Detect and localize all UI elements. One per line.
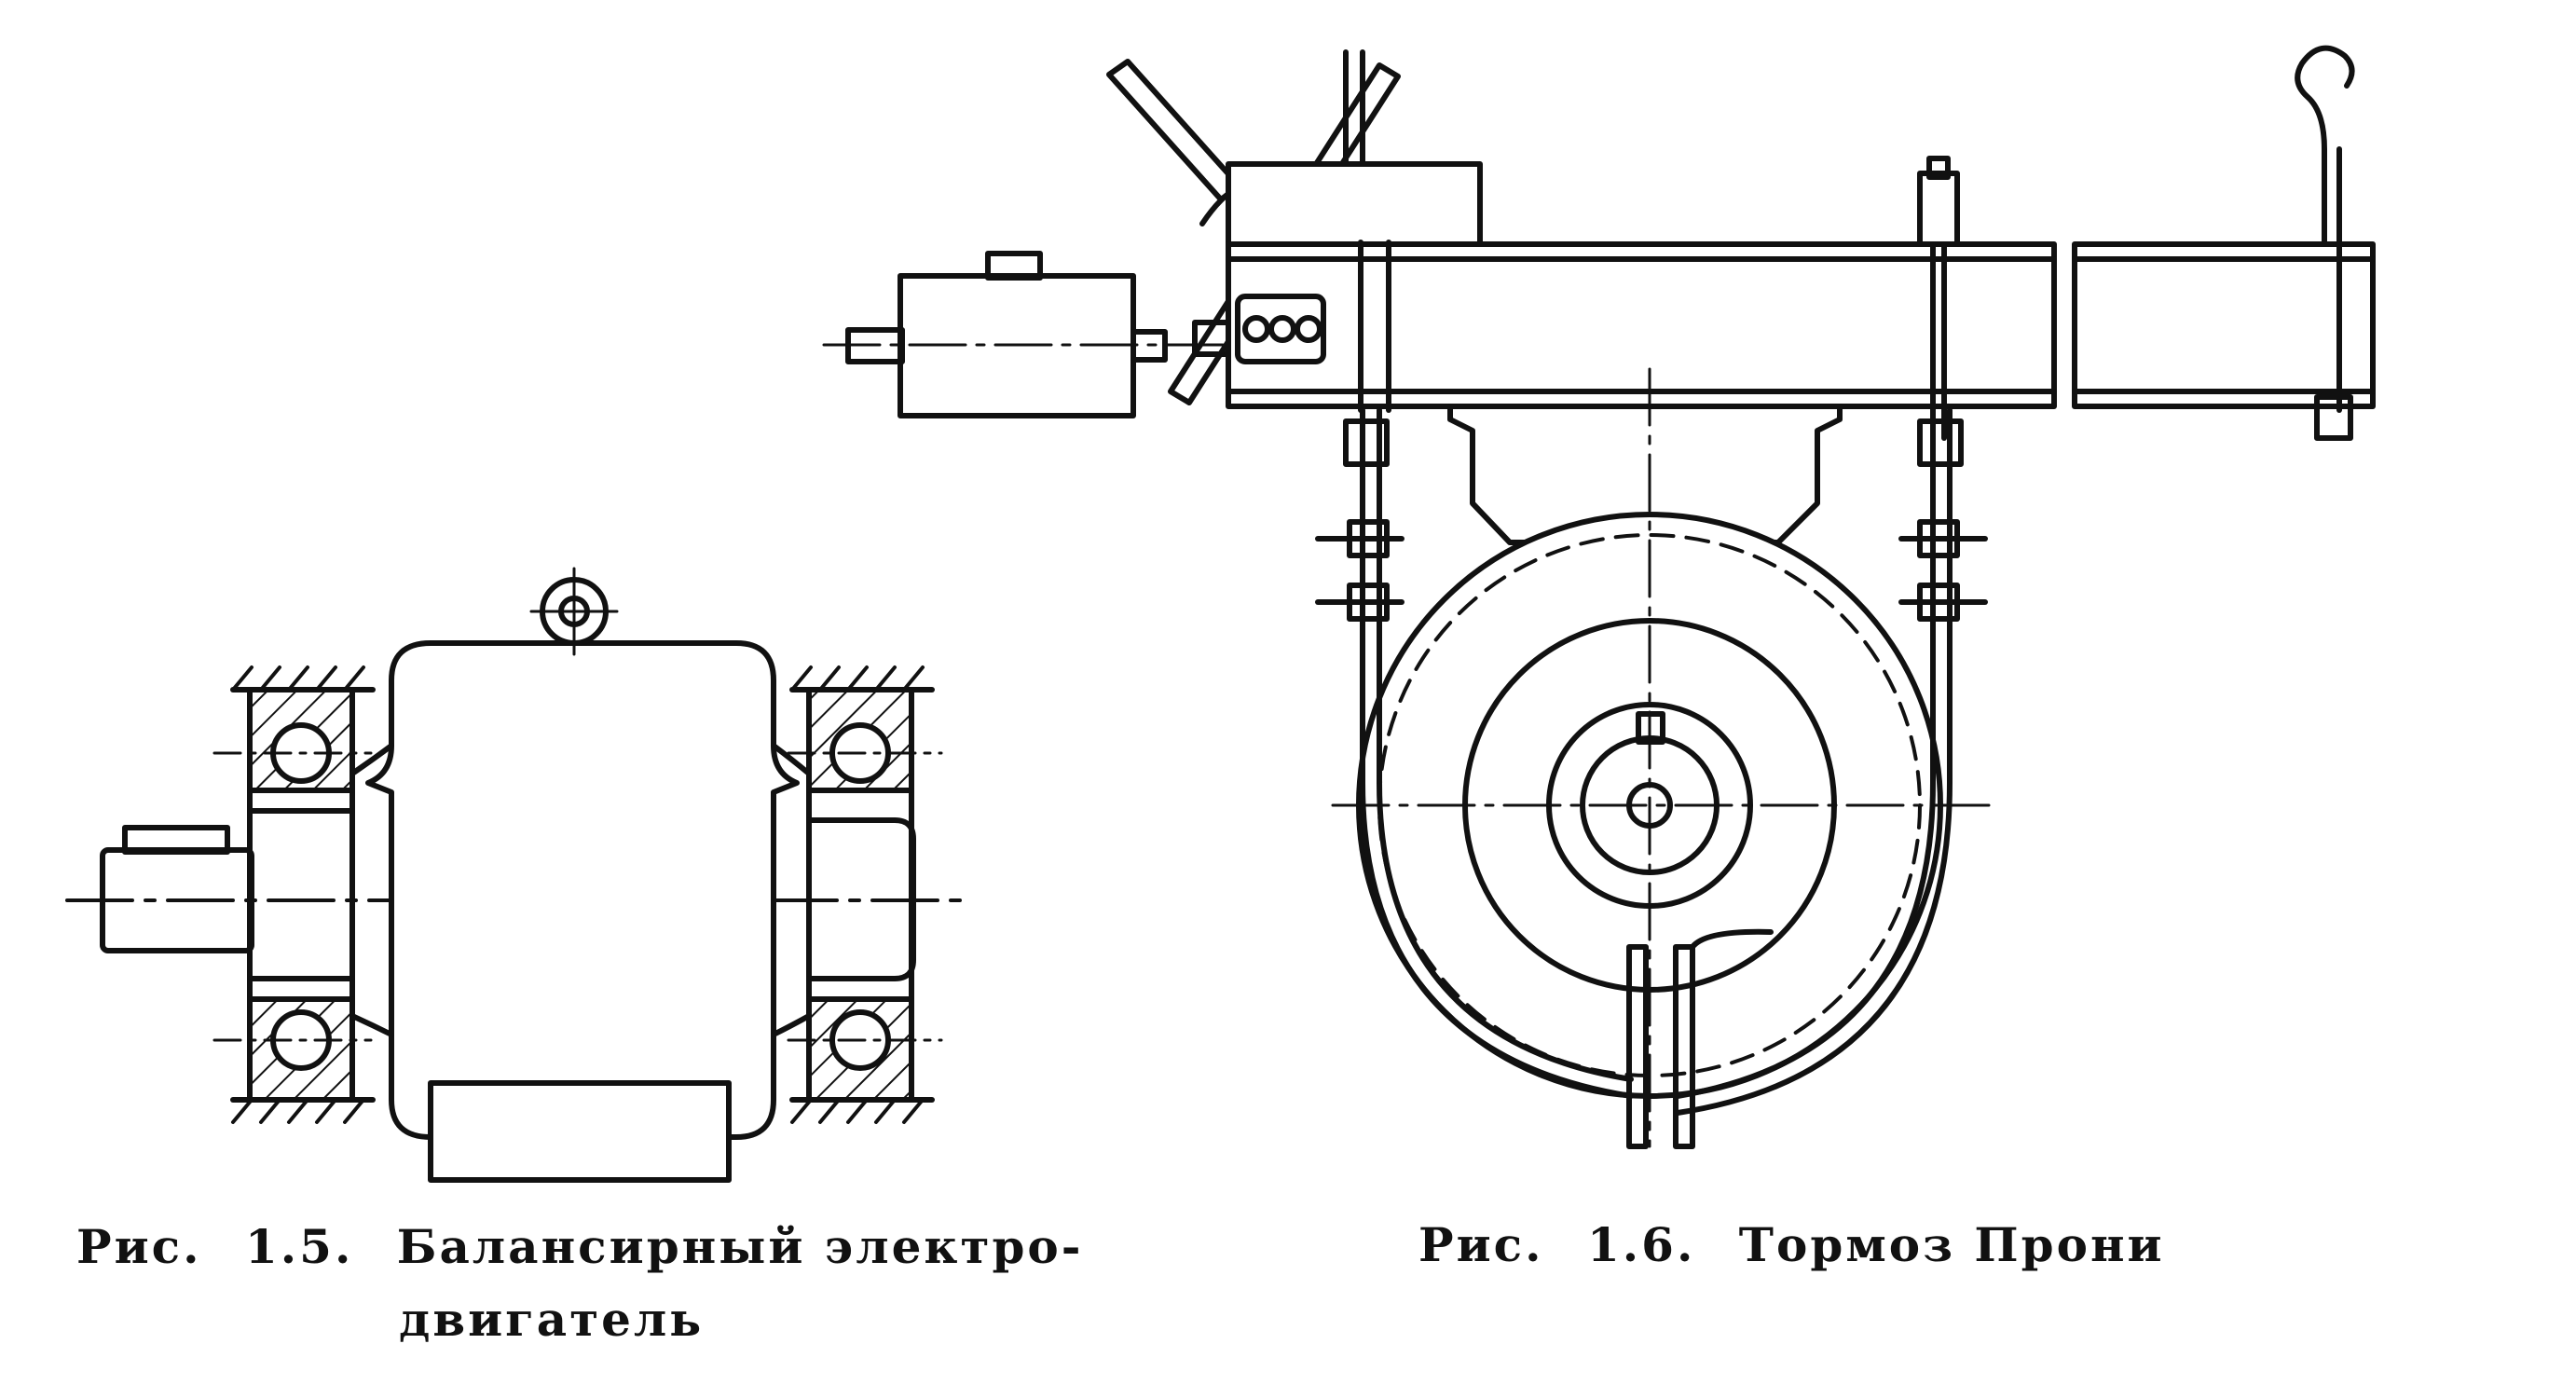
motor-stator-body <box>349 640 812 1140</box>
brake-band <box>1360 407 1953 1149</box>
figure-1-5-caption-continued: двигатель <box>399 1292 704 1347</box>
figure-1-5-caption: Рис. 1.5. Балансирный электро- <box>76 1219 1084 1274</box>
brake-lever-arm <box>1226 161 2376 413</box>
balancer-motor-drawing <box>65 567 962 1183</box>
hook-icon <box>2295 45 2355 441</box>
left-band-clamps <box>1315 418 1404 622</box>
figure-label: Рис. <box>76 1219 202 1274</box>
motor-shaft <box>100 825 254 953</box>
figure-1-6-caption: Рис. 1.6. Тормоз Прони <box>1418 1217 2165 1272</box>
left-bearing-housing <box>212 665 376 1124</box>
figure-title: Тормоз Прони <box>1738 1217 2165 1272</box>
counterweight <box>845 251 1240 418</box>
right-bearing-housing <box>787 665 943 1124</box>
figure-title-line2: двигатель <box>399 1292 705 1347</box>
figure-label: Рис. <box>1418 1217 1544 1272</box>
prony-brake-drawing <box>822 45 2376 1149</box>
right-band-clamps <box>1898 418 1988 622</box>
figure-title-line1: Балансирный электро- <box>396 1219 1084 1274</box>
right-tie-bolt <box>1917 156 1960 441</box>
figure-number: 1.6. <box>1586 1217 1696 1272</box>
terminal-box <box>428 1080 732 1183</box>
figure-number: 1.5. <box>244 1219 354 1274</box>
lifting-eye-icon <box>529 567 619 656</box>
